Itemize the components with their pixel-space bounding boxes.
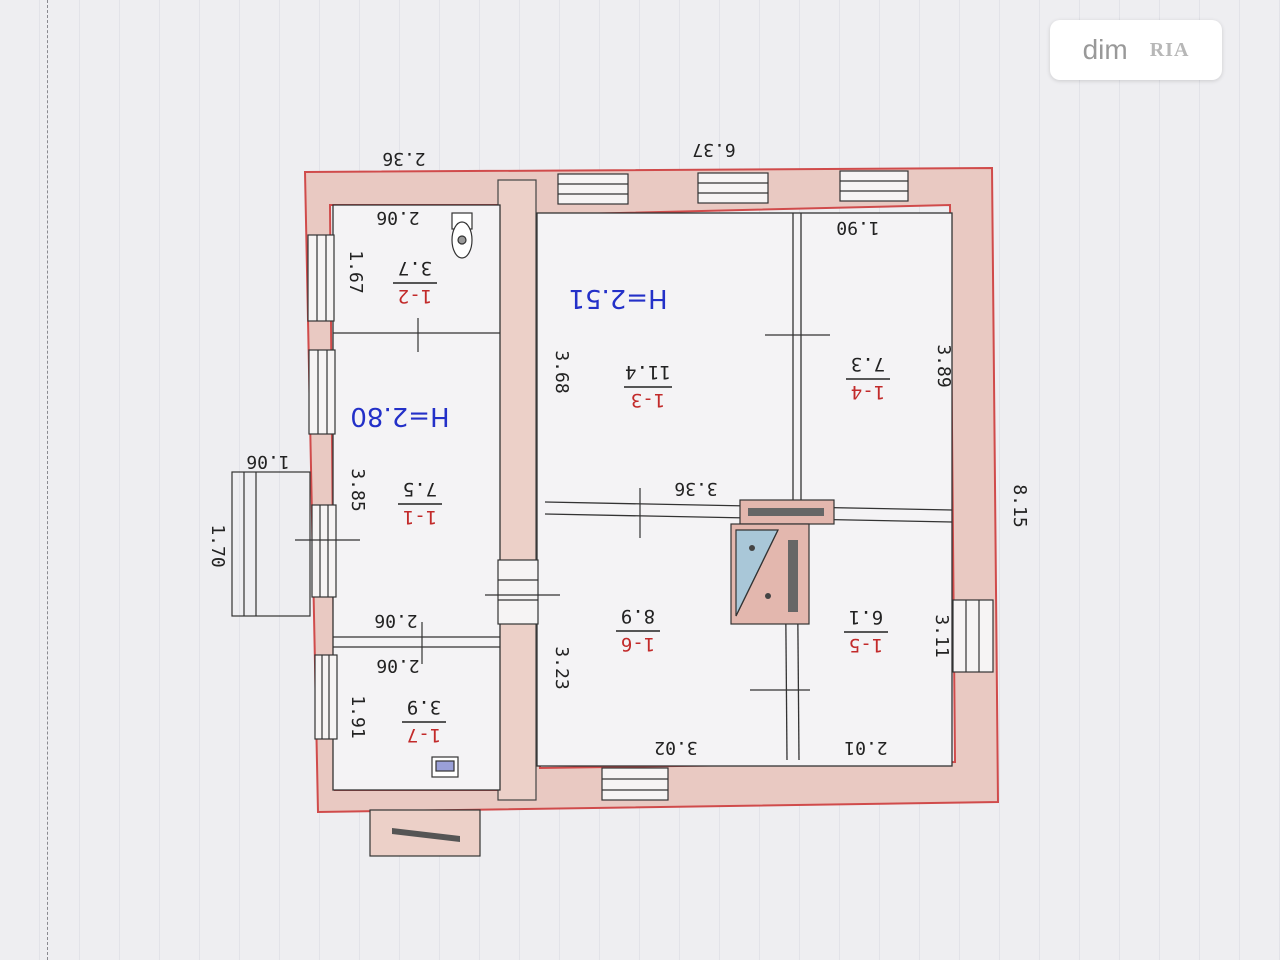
central-wall [497, 179, 537, 801]
chimney-outlet [369, 809, 481, 857]
room-id: 1-1 [403, 506, 437, 528]
window-top-2 [697, 172, 769, 204]
room-label-1-5: 1-5 6.1 [844, 606, 888, 656]
room-1-2-width: 2.06 [376, 207, 419, 228]
room-id: 1-7 [407, 724, 441, 746]
room-area: 6.1 [849, 606, 883, 628]
room-area: 11.4 [625, 361, 671, 383]
window-left-3 [311, 504, 337, 598]
room-area: 8.9 [621, 605, 655, 627]
porch [231, 471, 311, 617]
dim-right-side: 8.15 [1009, 484, 1030, 527]
boiler-icon [431, 756, 459, 778]
room-id: 1-2 [398, 285, 432, 307]
window-right [952, 599, 994, 673]
dim-porch-width: 1.06 [246, 451, 289, 472]
room-area: 3.7 [398, 257, 432, 279]
room-1-6-width: 3.02 [654, 737, 697, 758]
room-label-1-6: 1-6 8.9 [616, 605, 660, 655]
room-label-1-2: 1-2 3.7 [393, 257, 437, 307]
room-area: 3.9 [407, 696, 441, 718]
dim-corridor-top: 2.06 [374, 610, 417, 631]
watermark-logo: RIA [1149, 38, 1190, 61]
main-rooms-outline [536, 212, 953, 767]
window-left-4 [314, 654, 338, 740]
window-left-2 [308, 349, 336, 435]
room-1-6-length: 3.23 [551, 646, 572, 689]
room-1-4-width: 1.90 [836, 217, 879, 238]
room-1-4-length: 3.89 [933, 344, 954, 387]
paper-margin-line [47, 0, 48, 960]
room-1-2-length: 1.67 [345, 250, 366, 293]
toilet-icon [451, 212, 473, 259]
room-id: 1-6 [621, 633, 655, 655]
room-label-1-3: 1-3 11.4 [624, 361, 672, 411]
room-id: 1-3 [631, 389, 665, 411]
room-area: 7.5 [403, 478, 437, 500]
room-label-1-1: 1-1 7.5 [398, 478, 442, 528]
room-area: 7.3 [851, 353, 885, 375]
watermark-badge: dim RIA [1050, 20, 1222, 80]
window-bottom [601, 767, 669, 801]
room-id: 1-4 [851, 381, 885, 403]
dimension-ticks [295, 318, 830, 691]
room-1-3-length: 3.68 [551, 350, 572, 393]
window-top-3 [839, 170, 909, 202]
dim-top-left: 2.36 [382, 148, 425, 169]
height-label-main: H=2.51 [568, 283, 667, 313]
door-corridor [497, 559, 539, 625]
left-rooms-outline [332, 204, 501, 791]
dim-partition: 3.36 [674, 478, 717, 499]
room-label-1-4: 1-4 7.3 [846, 353, 890, 403]
window-top-1 [557, 173, 629, 205]
room-label-1-7: 1-7 3.9 [402, 696, 446, 746]
room-1-7-length: 1.91 [347, 695, 368, 738]
height-label-left: H=2.80 [350, 401, 449, 431]
dim-top-main: 6.37 [692, 139, 735, 160]
room-1-5-length: 3.11 [931, 614, 952, 657]
room-1-5-width: 2.01 [844, 737, 887, 758]
room-1-7-width: 2.06 [376, 655, 419, 676]
room-1-1-length: 3.85 [347, 468, 368, 511]
window-left-1 [307, 234, 335, 322]
stove [730, 499, 835, 625]
watermark-brand: dim [1082, 34, 1128, 65]
room-id: 1-5 [849, 634, 883, 656]
dim-porch-length: 1.70 [207, 524, 228, 567]
